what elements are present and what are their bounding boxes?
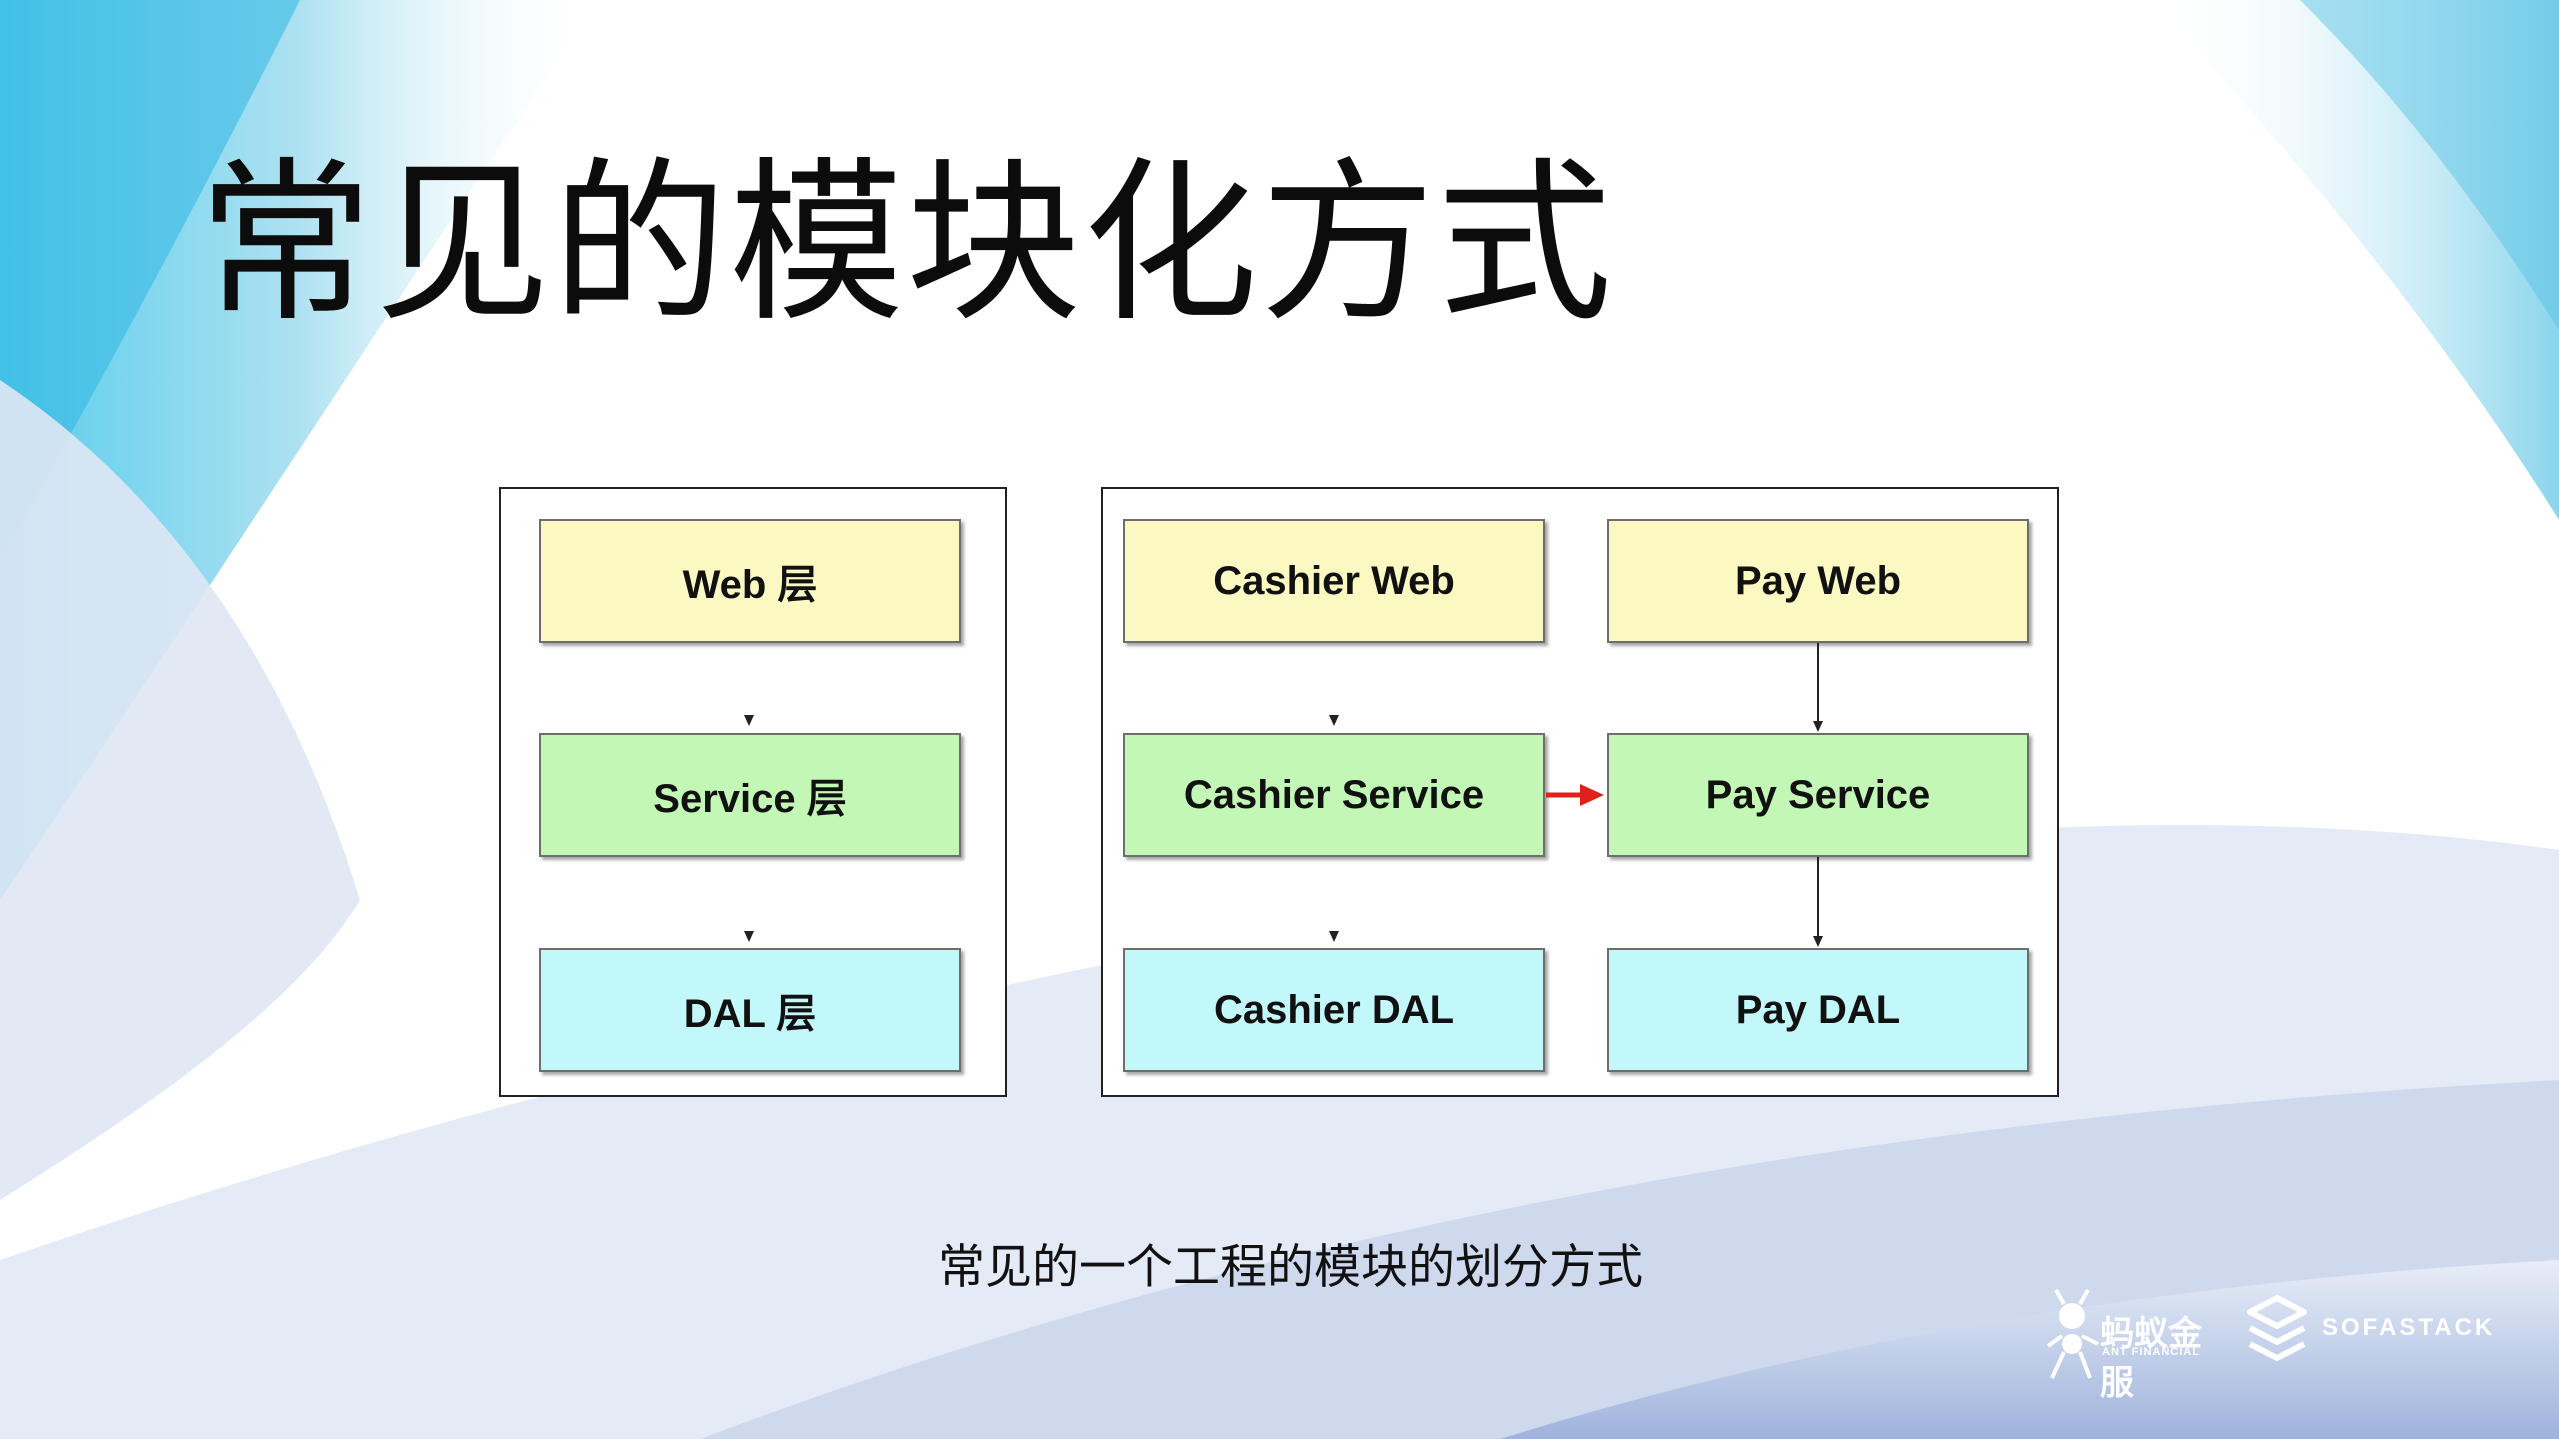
ant-icon: [2046, 1289, 2099, 1379]
web-layer-box: Web 层: [539, 519, 961, 643]
ant-financial-logo: 蚂蚁金服 ANT FINANCIAL: [2044, 1286, 2224, 1403]
sofastack-icon: [2247, 1295, 2307, 1361]
cashier-service-box: Cashier Service: [1123, 733, 1545, 857]
page-title: 常见的模块化方式: [198, 143, 1614, 346]
cashier-web-box: Cashier Web: [1123, 519, 1545, 643]
pay-service-box: Pay Service: [1607, 733, 2029, 857]
cashier-dal-box: Cashier DAL: [1123, 948, 1545, 1072]
ant-financial-cn: 蚂蚁金服: [2100, 1314, 2202, 1403]
ant-financial-en: ANT FINANCIAL: [2102, 1346, 2200, 1358]
diagram-caption: 常见的一个工程的模块的划分方式: [938, 1240, 1643, 1295]
service-layer-box: Service 层: [539, 733, 961, 857]
pay-dal-box: Pay DAL: [1607, 948, 2029, 1072]
sofastack-logo: SOFASTACK: [2246, 1294, 2492, 1364]
pay-web-box: Pay Web: [1607, 519, 2029, 643]
dal-layer-box: DAL 层: [539, 948, 961, 1072]
sofastack-wordmark: SOFASTACK: [2322, 1314, 2496, 1341]
